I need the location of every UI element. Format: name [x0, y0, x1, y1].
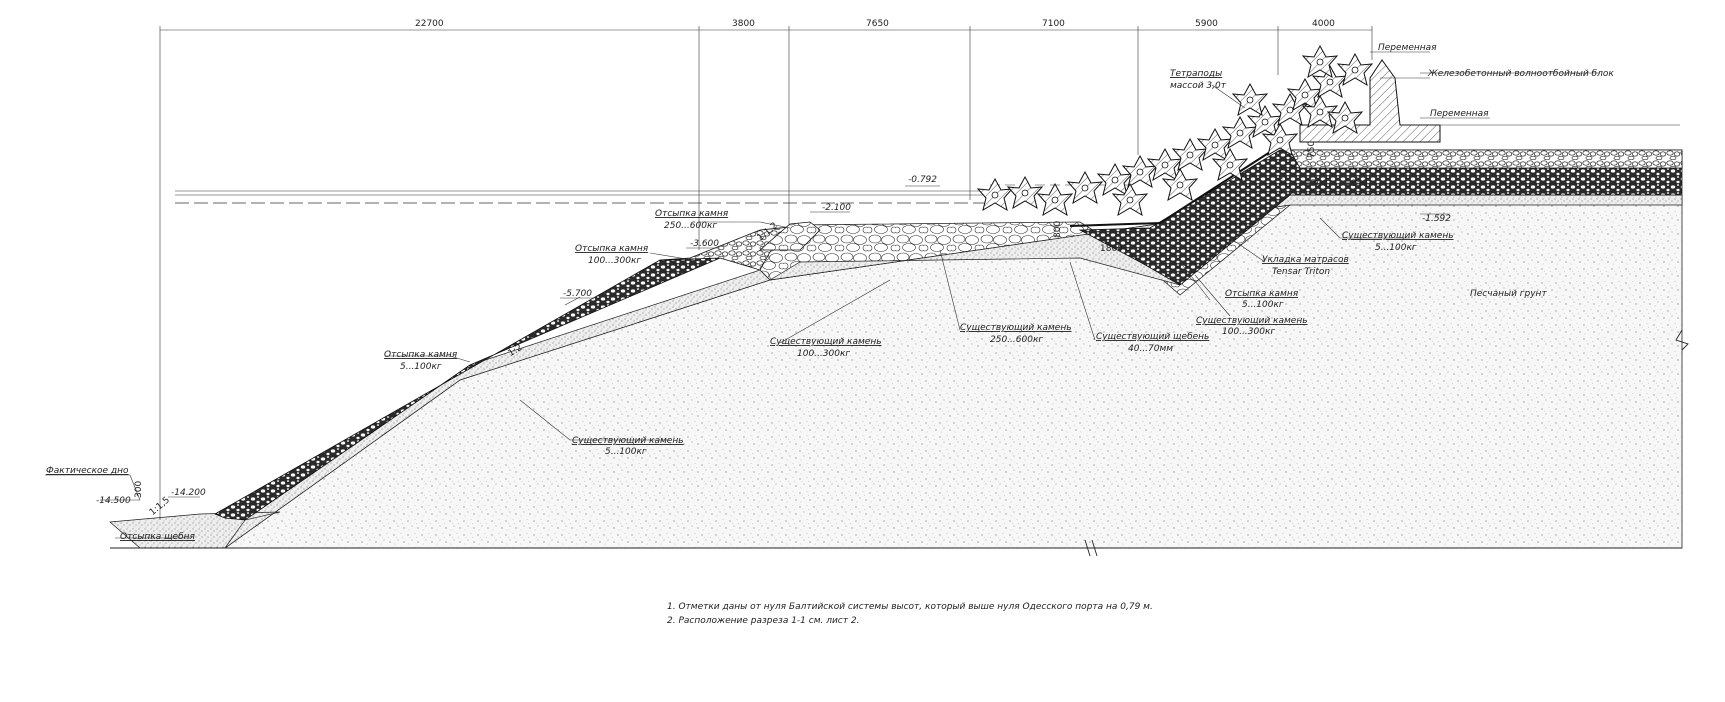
- label-exist-stone-250: Существующий камень: [960, 323, 1072, 333]
- note-1: 1. Отметки даны от нуля Балтийской систе…: [667, 602, 1153, 612]
- label-variable-top: Переменная: [1378, 43, 1437, 53]
- label-exist-stone-5: Существующий камень: [572, 436, 684, 446]
- elevation-0792: -0.792: [908, 175, 937, 185]
- label-mattress-type: Tensar Triton: [1272, 267, 1330, 277]
- note-2: 2. Расположение разреза 1-1 см. лист 2.: [667, 616, 860, 626]
- mattress-line: [1069, 151, 1271, 227]
- dim-7100: 7100: [1042, 19, 1065, 29]
- label-stone-fill-100-mass: 100...300кг: [588, 256, 641, 266]
- label-exist-stone-100-mass: 100...300кг: [797, 349, 850, 359]
- label-stone-fill-5: Отсыпка камня: [384, 350, 458, 360]
- label-right-fill-5: Отсыпка камня: [1225, 289, 1299, 299]
- label-tetrapods: Тетраподы: [1170, 69, 1222, 79]
- label-mattress: Укладка матрасов: [1262, 255, 1349, 265]
- label-sand-ground: Песчаный грунт: [1470, 289, 1547, 299]
- stone-fill-250-600-crown: [758, 221, 821, 251]
- elevation-3600: -3.600: [690, 239, 719, 249]
- label-stone-fill-5-mass: 5...100кг: [400, 362, 442, 372]
- dim-4000: 4000: [1312, 19, 1335, 29]
- dim-7650: 7650: [866, 19, 889, 29]
- elevation-2100: -2.100: [822, 203, 851, 213]
- dim-1850: 1850: [1345, 179, 1368, 189]
- label-right-fill-5-mass: 5...100кг: [1242, 300, 1284, 310]
- dim-5900: 5900: [1195, 19, 1218, 29]
- dim-1700: 1700: [1305, 179, 1328, 189]
- label-exist-gravel-size: 40...70мм: [1128, 344, 1173, 354]
- label-stone-fill-250: Отсыпка камня: [655, 209, 729, 219]
- label-right-exist-5: Существующий камень: [1342, 231, 1454, 241]
- label-exist-stone-5-mass: 5...100кг: [605, 447, 647, 457]
- label-tetrapods-mass: массой 3,0т: [1170, 81, 1227, 91]
- label-variable-mid: Переменная: [1430, 109, 1489, 119]
- dim-300: 300: [134, 481, 144, 498]
- label-concrete-block: Железобетонный волноотбойный блок: [1427, 69, 1614, 79]
- label-stone-fill-100: Отсыпка камня: [575, 244, 649, 254]
- label-exist-stone-100: Существующий камень: [770, 337, 882, 347]
- label-gravel-fill: Отсыпка щебня: [120, 532, 196, 542]
- elevation-14200: -14.200: [171, 488, 206, 498]
- dimension-chain: 22700 3800 7650 7100 5900 4000: [159, 19, 1373, 520]
- label-exist-gravel: Существующий щебень: [1096, 332, 1209, 342]
- label-exist-stone-250-mass: 250...600кг: [990, 335, 1043, 345]
- label-actual-bottom: Фактическое дно: [46, 466, 129, 476]
- label-right-exist-100: Существующий камень: [1196, 316, 1308, 326]
- label-right-exist-5-mass: 5...100кг: [1375, 243, 1417, 253]
- dim-22700: 22700: [415, 19, 444, 29]
- dim-800: 800: [1053, 221, 1063, 238]
- drawing-notes: 1. Отметки даны от нуля Балтийской систе…: [667, 600, 1153, 628]
- dim-3800: 3800: [732, 19, 755, 29]
- label-right-exist-100-mass: 100...300кг: [1222, 327, 1275, 337]
- elevation-14500: -14.500: [96, 496, 131, 506]
- elevation-1592: -1.592: [1422, 214, 1451, 224]
- dim-1800: 1800: [1100, 244, 1123, 254]
- elevation-5700: -5.700: [563, 289, 592, 299]
- right-upper-stone: [1289, 149, 1683, 169]
- label-stone-fill-250-mass: 250...600кг: [664, 221, 717, 231]
- dim-750: 750: [1307, 141, 1317, 158]
- dim-150: 150: [1279, 169, 1289, 186]
